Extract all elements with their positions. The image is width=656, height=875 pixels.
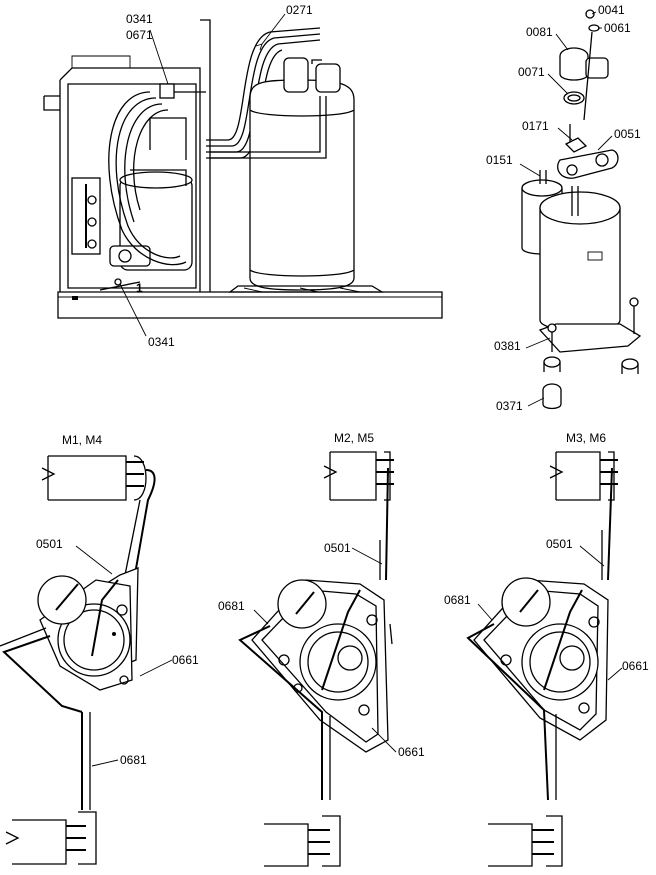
callout-0151: 0151 — [486, 153, 513, 167]
callout-0061: 0061 — [604, 21, 631, 35]
leaders-chassis — [119, 13, 286, 337]
callout-0501-m1: 0501 — [36, 537, 63, 551]
leaders-m2 — [253, 547, 397, 753]
chassis-assembly-view — [43, 19, 443, 319]
callout-1: 1 — [136, 281, 143, 295]
view-title-m3-m6: M3, M6 — [566, 431, 606, 445]
callout-0051: 0051 — [614, 127, 641, 141]
view-title-m2-m5: M2, M5 — [334, 431, 374, 445]
callout-0071: 0071 — [518, 65, 545, 79]
view-m2-m5 — [238, 451, 394, 867]
callout-0271: 0271 — [286, 3, 313, 17]
callout-0681-m1: 0681 — [120, 753, 147, 767]
callout-0661-m3: 0661 — [622, 659, 649, 673]
callout-0381: 0381 — [494, 339, 521, 353]
view-m3-m6 — [466, 451, 618, 867]
leaders-m1 — [75, 545, 173, 767]
callout-0681-m2: 0681 — [218, 599, 245, 613]
callout-0171: 0171 — [522, 119, 549, 133]
compressor-exploded-view — [521, 9, 642, 410]
callout-0501-m2: 0501 — [324, 541, 351, 555]
callout-0681-m3: 0681 — [444, 593, 471, 607]
callout-0501-m3: 0501 — [546, 537, 573, 551]
callout-0661-m1: 0661 — [172, 653, 199, 667]
leaders-exploded — [519, 11, 613, 407]
callout-0371: 0371 — [496, 399, 523, 413]
view-title-m1-m4: M1, M4 — [62, 433, 102, 447]
callout-0671: 0671 — [126, 28, 153, 42]
leaders-m3 — [477, 545, 623, 681]
callout-0661-m2: 0661 — [398, 745, 425, 759]
callout-0341-top: 0341 — [126, 12, 153, 26]
callout-0041: 0041 — [598, 3, 625, 17]
callout-0341-bottom: 0341 — [148, 335, 175, 349]
callout-0081: 0081 — [526, 25, 553, 39]
view-m1-m4 — [0, 455, 156, 865]
